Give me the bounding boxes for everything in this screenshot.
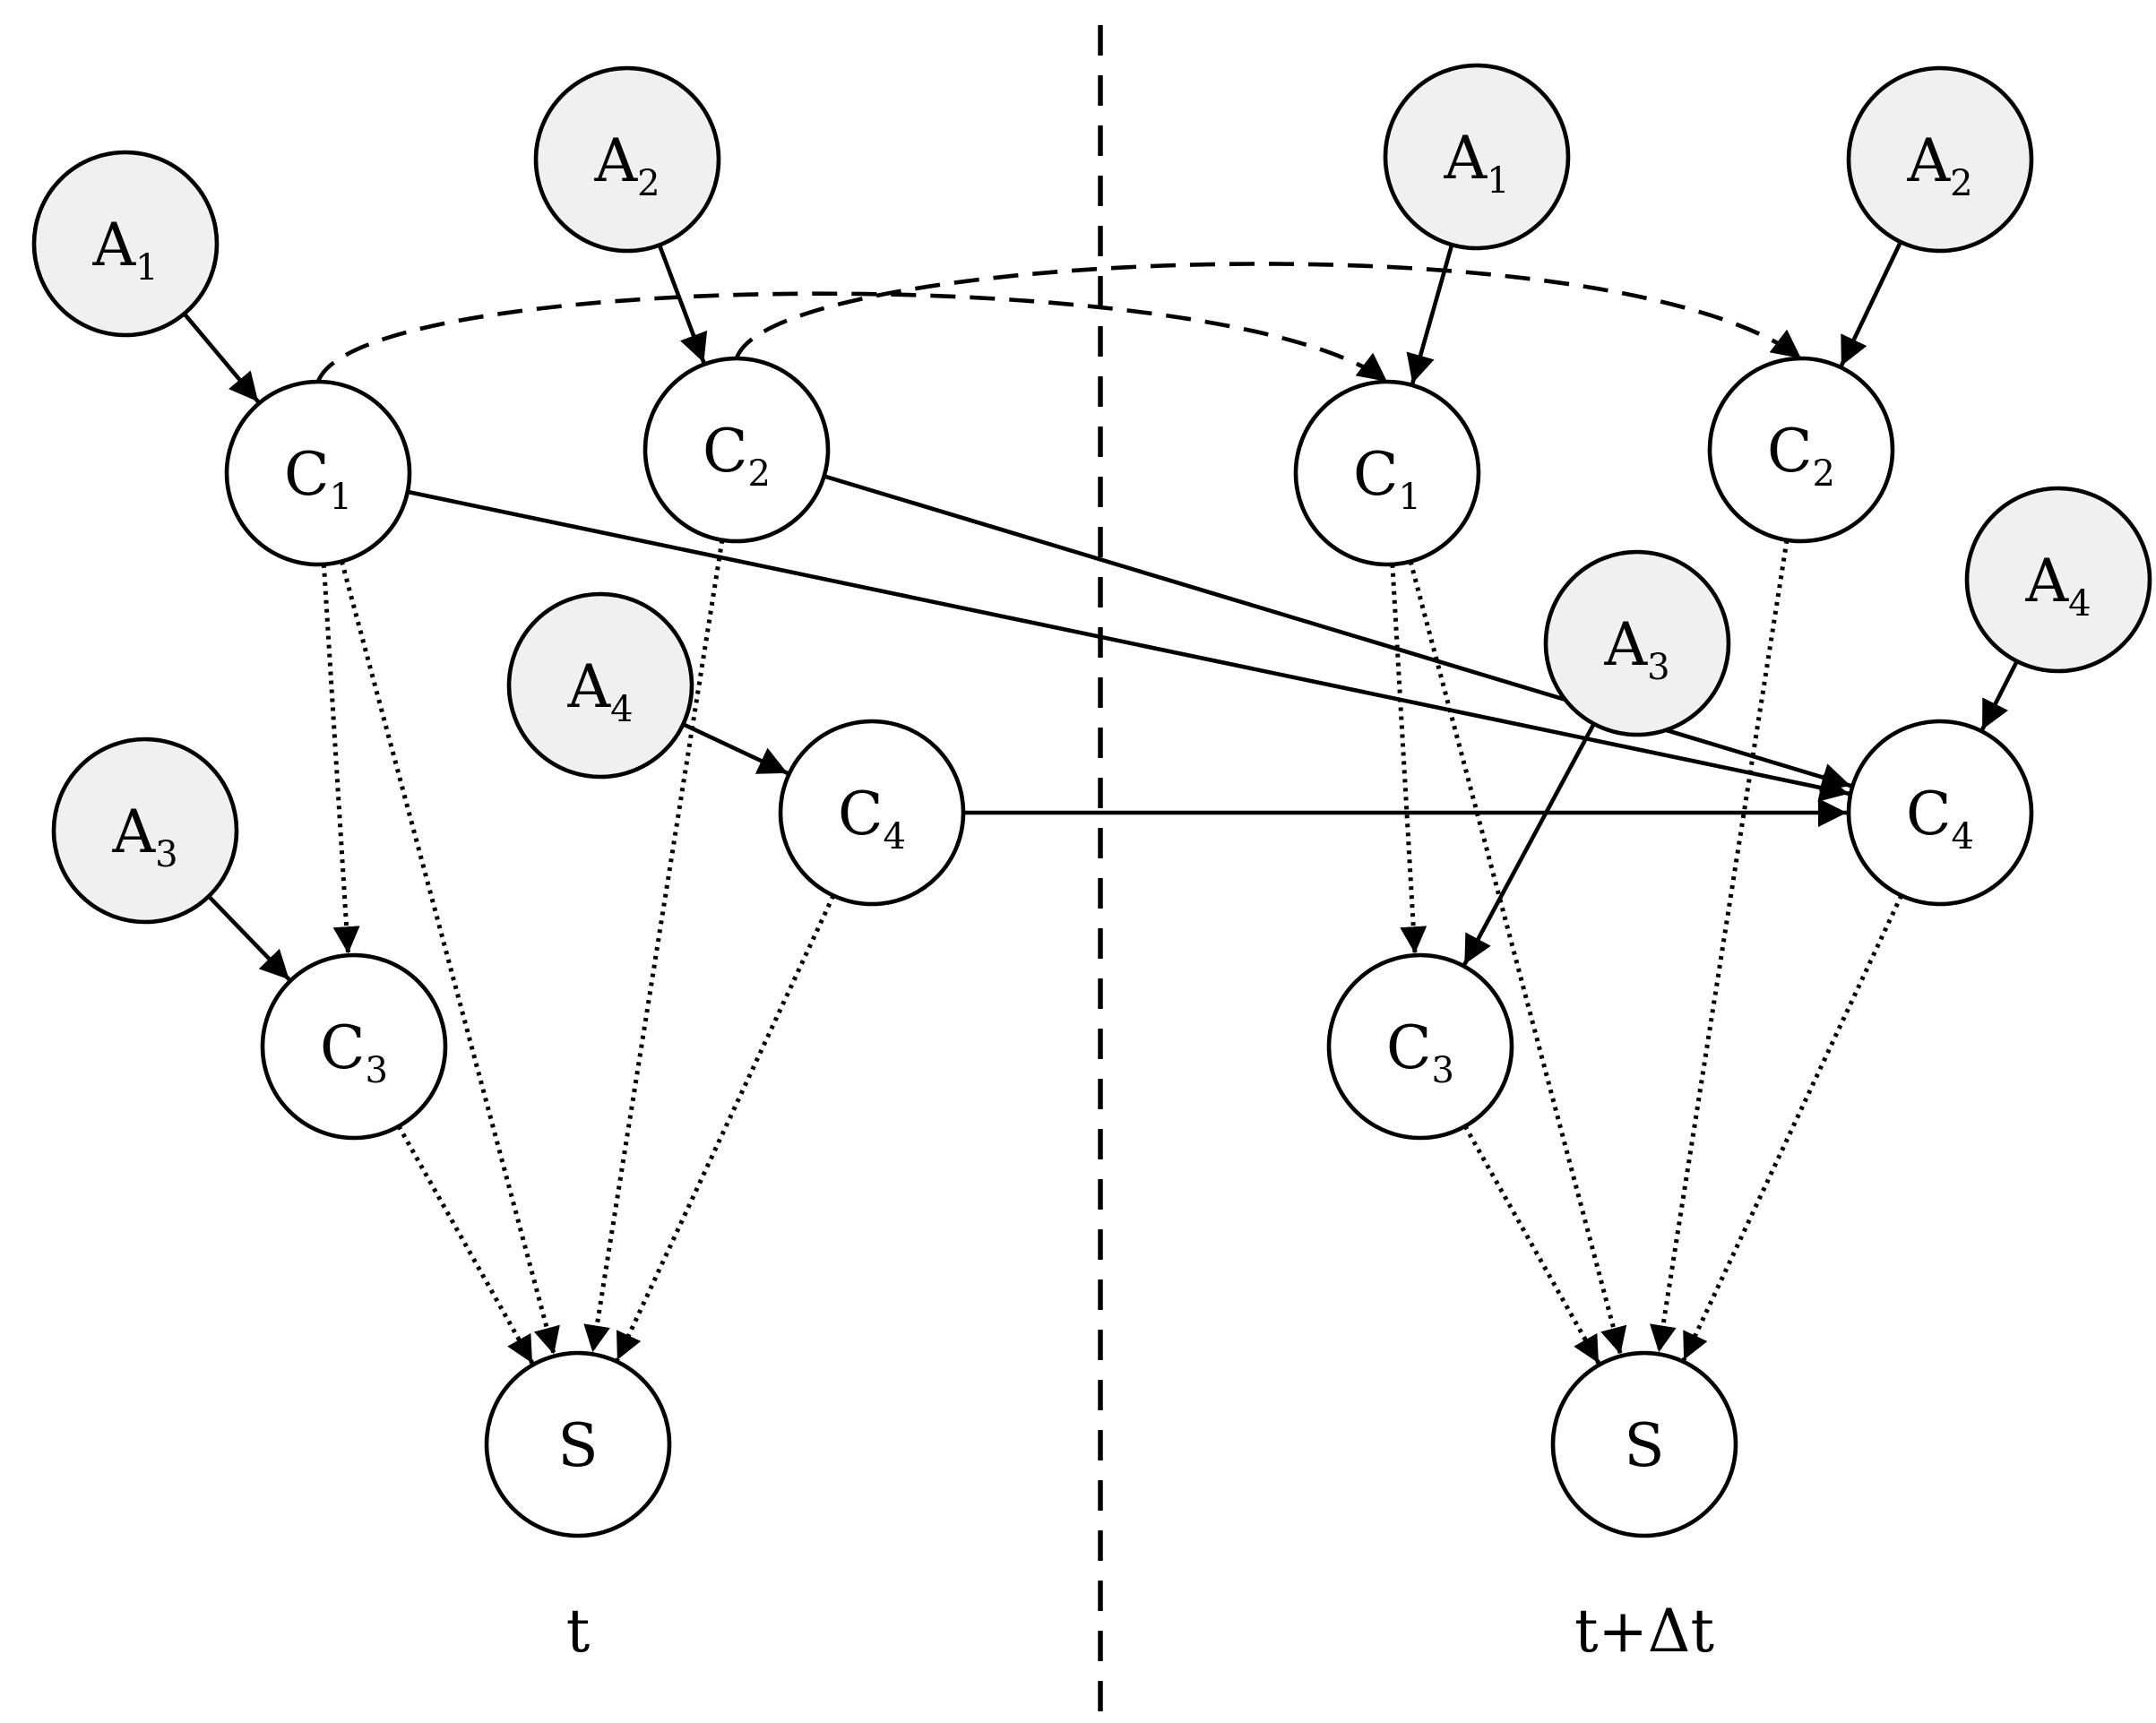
edge-t-c2-to-t-s: [583, 539, 725, 1353]
node-t-c3-circle: [260, 952, 448, 1141]
node-t-s-circle: [484, 1350, 672, 1538]
node-n-s: S: [1550, 1350, 1738, 1538]
node-n-a2-label: A2: [1906, 126, 1972, 204]
time-label-t-plus-delta: t+Δt: [1574, 1597, 1714, 1666]
node-n-a2-circle: [1846, 65, 2034, 254]
node-t-c3: C3: [260, 952, 448, 1141]
edge-t-a4-to-t-c4: [682, 722, 789, 775]
node-n-c1-label: C1: [1353, 440, 1421, 518]
node-n-c4: C4: [1846, 719, 2034, 907]
node-t-c2: C2: [642, 356, 831, 544]
node-n-a3: A3: [1543, 549, 1731, 737]
node-n-a3-label: A3: [1603, 610, 1669, 688]
node-t-a1-circle: [31, 150, 220, 338]
node-n-a1-label: A1: [1443, 124, 1509, 202]
node-n-s-label: S: [1624, 1411, 1664, 1480]
node-n-c1-circle: [1293, 379, 1481, 567]
node-n-c2-label: C2: [1767, 417, 1835, 495]
node-n-a4-circle: [1964, 486, 2152, 674]
node-n-c2: C2: [1707, 356, 1895, 544]
node-t-c2-circle: [642, 356, 831, 544]
edge-t-c1-to-t-c3: [321, 564, 360, 954]
node-n-c3: C3: [1326, 952, 1514, 1141]
edge-t-c2-to-n-c4: [824, 474, 1852, 792]
node-t-c2-label: C2: [703, 417, 771, 495]
node-t-c1-circle: [224, 379, 412, 567]
node-t-c3-label: C3: [320, 1013, 388, 1091]
edge-t-c3-to-t-s: [396, 1124, 535, 1365]
edge-n-c1-to-n-s: [1408, 560, 1627, 1356]
node-t-c1: C1: [224, 379, 412, 567]
edge-n-a2-to-n-c2: [1839, 241, 1903, 367]
edge-n-a4-to-n-c4: [1980, 659, 2019, 731]
node-t-a2-label: A2: [593, 126, 660, 204]
node-n-c4-circle: [1846, 719, 2034, 907]
node-t-s: S: [484, 1350, 672, 1538]
node-t-a2-circle: [533, 65, 721, 254]
node-n-a2: A2: [1846, 65, 2034, 254]
edge-n-c4-to-n-s: [1681, 894, 1904, 1361]
node-n-a1-circle: [1383, 63, 1571, 251]
edge-t-a3-to-t-c3: [207, 894, 291, 981]
edge-n-c3-to-n-s: [1462, 1124, 1601, 1365]
edge-n-c2-to-n-s: [1650, 539, 1789, 1353]
node-n-s-circle: [1550, 1350, 1738, 1538]
node-t-s-label: S: [557, 1411, 598, 1480]
edge-n-c1-to-n-c3: [1390, 564, 1427, 954]
time-label-t: t: [566, 1597, 591, 1666]
node-t-c1-label: C1: [284, 440, 352, 518]
edge-t-c4-to-t-s: [615, 894, 836, 1361]
node-n-c3-circle: [1326, 952, 1514, 1141]
node-t-a3-label: A3: [111, 797, 177, 875]
edge-t-a1-to-t-c1: [182, 312, 260, 403]
edge-t-c1-to-n-c4: [407, 489, 1850, 802]
node-t-a4: A4: [506, 591, 694, 780]
node-t-a2: A2: [533, 65, 721, 254]
node-n-a1: A1: [1383, 63, 1571, 251]
node-t-a1-label: A1: [91, 211, 158, 289]
node-t-c4-label: C4: [838, 780, 906, 857]
node-n-a3-circle: [1543, 549, 1731, 737]
edge-t-c2-to-n-c2: [734, 262, 1803, 360]
node-t-c4-circle: [778, 719, 966, 907]
node-n-c4-label: C4: [1906, 780, 1974, 857]
node-t-a3-circle: [51, 737, 239, 925]
node-t-c4: C4: [778, 719, 966, 907]
edge-t-c1-to-n-c1: [315, 291, 1389, 383]
edges-layer: [182, 241, 2019, 1365]
node-n-c2-circle: [1707, 356, 1895, 544]
node-n-c3-label: C3: [1386, 1013, 1454, 1091]
node-n-a4-label: A4: [2024, 547, 2091, 625]
node-t-a1: A1: [31, 150, 220, 338]
node-t-a3: A3: [51, 737, 239, 925]
node-n-c1: C1: [1293, 379, 1481, 567]
node-t-a4-circle: [506, 591, 694, 780]
node-t-a4-label: A4: [566, 652, 633, 730]
edge-t-a2-to-t-c2: [657, 244, 708, 364]
edge-n-a1-to-n-c1: [1406, 244, 1454, 384]
edge-n-a3-to-n-c3: [1462, 722, 1596, 966]
edge-t-c1-to-t-s: [339, 560, 560, 1356]
node-n-a4: A4: [1964, 486, 2152, 674]
